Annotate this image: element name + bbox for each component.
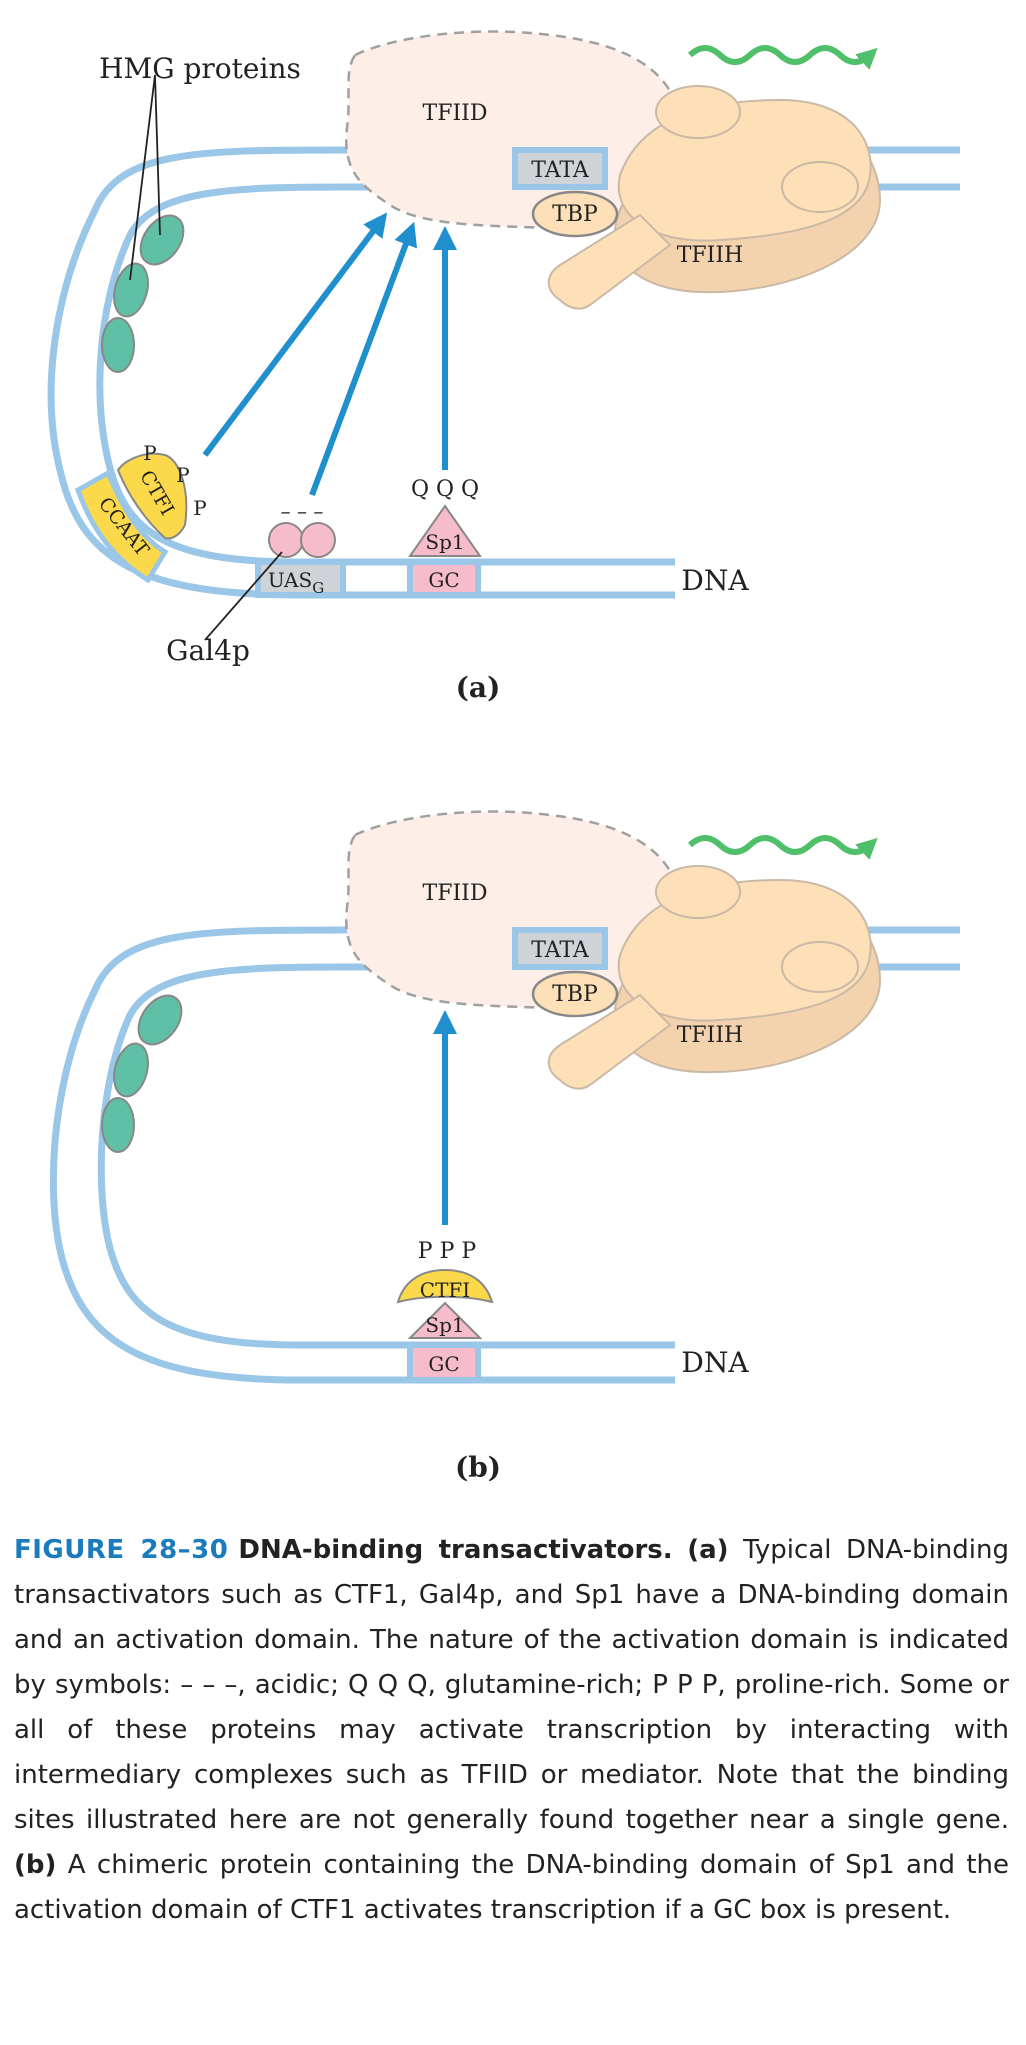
gal4p-protein: [300, 522, 336, 558]
sp1-protein: [408, 504, 482, 557]
gc-box: [407, 559, 481, 598]
p-symbol: P: [143, 441, 156, 465]
tbp: [531, 190, 619, 238]
figure-caption: FIGURE 28–30 DNA-binding transactivators.…: [14, 1528, 1009, 1933]
hmg-protein: [113, 262, 149, 318]
dna-inner-strand: [96, 183, 960, 566]
gal4p-label: Gal4p: [166, 634, 250, 667]
p-symbol: P: [193, 496, 206, 520]
hmg-leader-line: [154, 74, 161, 236]
panel-b: TFIID TATA TFIIH TBP GC Sp1 CTFI P P P D…: [49, 810, 960, 1484]
hmg-protein: [137, 994, 183, 1046]
hmg-protein: [101, 1097, 135, 1153]
sp1-domain: [407, 1301, 483, 1339]
tata-box: [512, 147, 608, 190]
tfiih-complex: [547, 865, 882, 1090]
panel-b-label: (b): [455, 1451, 501, 1484]
ctfi-protein: [116, 452, 188, 540]
activation-arrow: [309, 221, 418, 497]
gc-box: [407, 1342, 481, 1383]
tfiih-label: TFIIH: [677, 1023, 744, 1048]
tfiih-label: TFIIH: [677, 243, 744, 268]
hmg-protein: [139, 214, 185, 266]
p-symbol: P: [176, 463, 189, 487]
panel-a-label: (a): [456, 671, 501, 704]
ctfi-label: CTFI: [420, 1278, 470, 1302]
caption-text-b: A chimeric protein containing the DNA-bi…: [14, 1850, 1009, 1925]
hmg-protein: [113, 1042, 149, 1098]
hmg-protein: [101, 317, 135, 373]
caption-text-a: Typical DNA-binding transactivators such…: [14, 1535, 1009, 1835]
transactivator-diagram: TFIID TATA TFIIH TBP HMG proteins CCAAT: [47, 30, 960, 1484]
ctfi-domain: [396, 1268, 494, 1304]
ccaat-box: [74, 469, 169, 584]
caption-b-label: (b): [14, 1850, 57, 1880]
tbp: [531, 970, 619, 1018]
gc-label: GC: [428, 568, 459, 592]
tata-label: TATA: [531, 158, 590, 183]
uasg-label: UASG: [268, 568, 324, 597]
acidic-symbols: – – –: [281, 499, 324, 523]
proline-symbols: P P P: [418, 1239, 477, 1264]
sp1-label: Sp1: [425, 1313, 464, 1337]
tfiid-label: TFIID: [423, 101, 488, 126]
rna-transcript: [687, 45, 878, 70]
figure-title: DNA-binding transactivators.: [238, 1535, 673, 1565]
dna-outer-strand: [49, 926, 960, 1384]
tata-box: [512, 927, 608, 970]
gal4p-protein: [268, 522, 304, 558]
dna-inner-strand: [97, 963, 960, 1349]
uasg-box: [255, 559, 346, 598]
tfiih-complex: [547, 85, 882, 310]
hmg-leader-line: [129, 74, 156, 281]
dna-label: DNA: [681, 1346, 749, 1379]
tbp-label: TBP: [552, 202, 598, 227]
hmg-proteins-label: HMG proteins: [99, 52, 301, 85]
tata-label: TATA: [531, 938, 590, 963]
glutamine-symbols: Q Q Q: [411, 477, 479, 502]
rna-transcript: [687, 835, 878, 860]
gc-label: GC: [428, 1352, 459, 1376]
dna-label: DNA: [681, 564, 749, 597]
figure-number: FIGURE 28–30: [14, 1535, 229, 1565]
tfiid-label: TFIID: [423, 881, 488, 906]
gal4p-leader-line: [204, 551, 283, 641]
sp1-label: Sp1: [425, 530, 464, 554]
activation-arrow: [202, 212, 388, 457]
tbp-label: TBP: [552, 982, 598, 1007]
caption-a-label: (a): [687, 1535, 729, 1565]
panel-a: TFIID TATA TFIIH TBP HMG proteins CCAAT: [47, 30, 960, 704]
